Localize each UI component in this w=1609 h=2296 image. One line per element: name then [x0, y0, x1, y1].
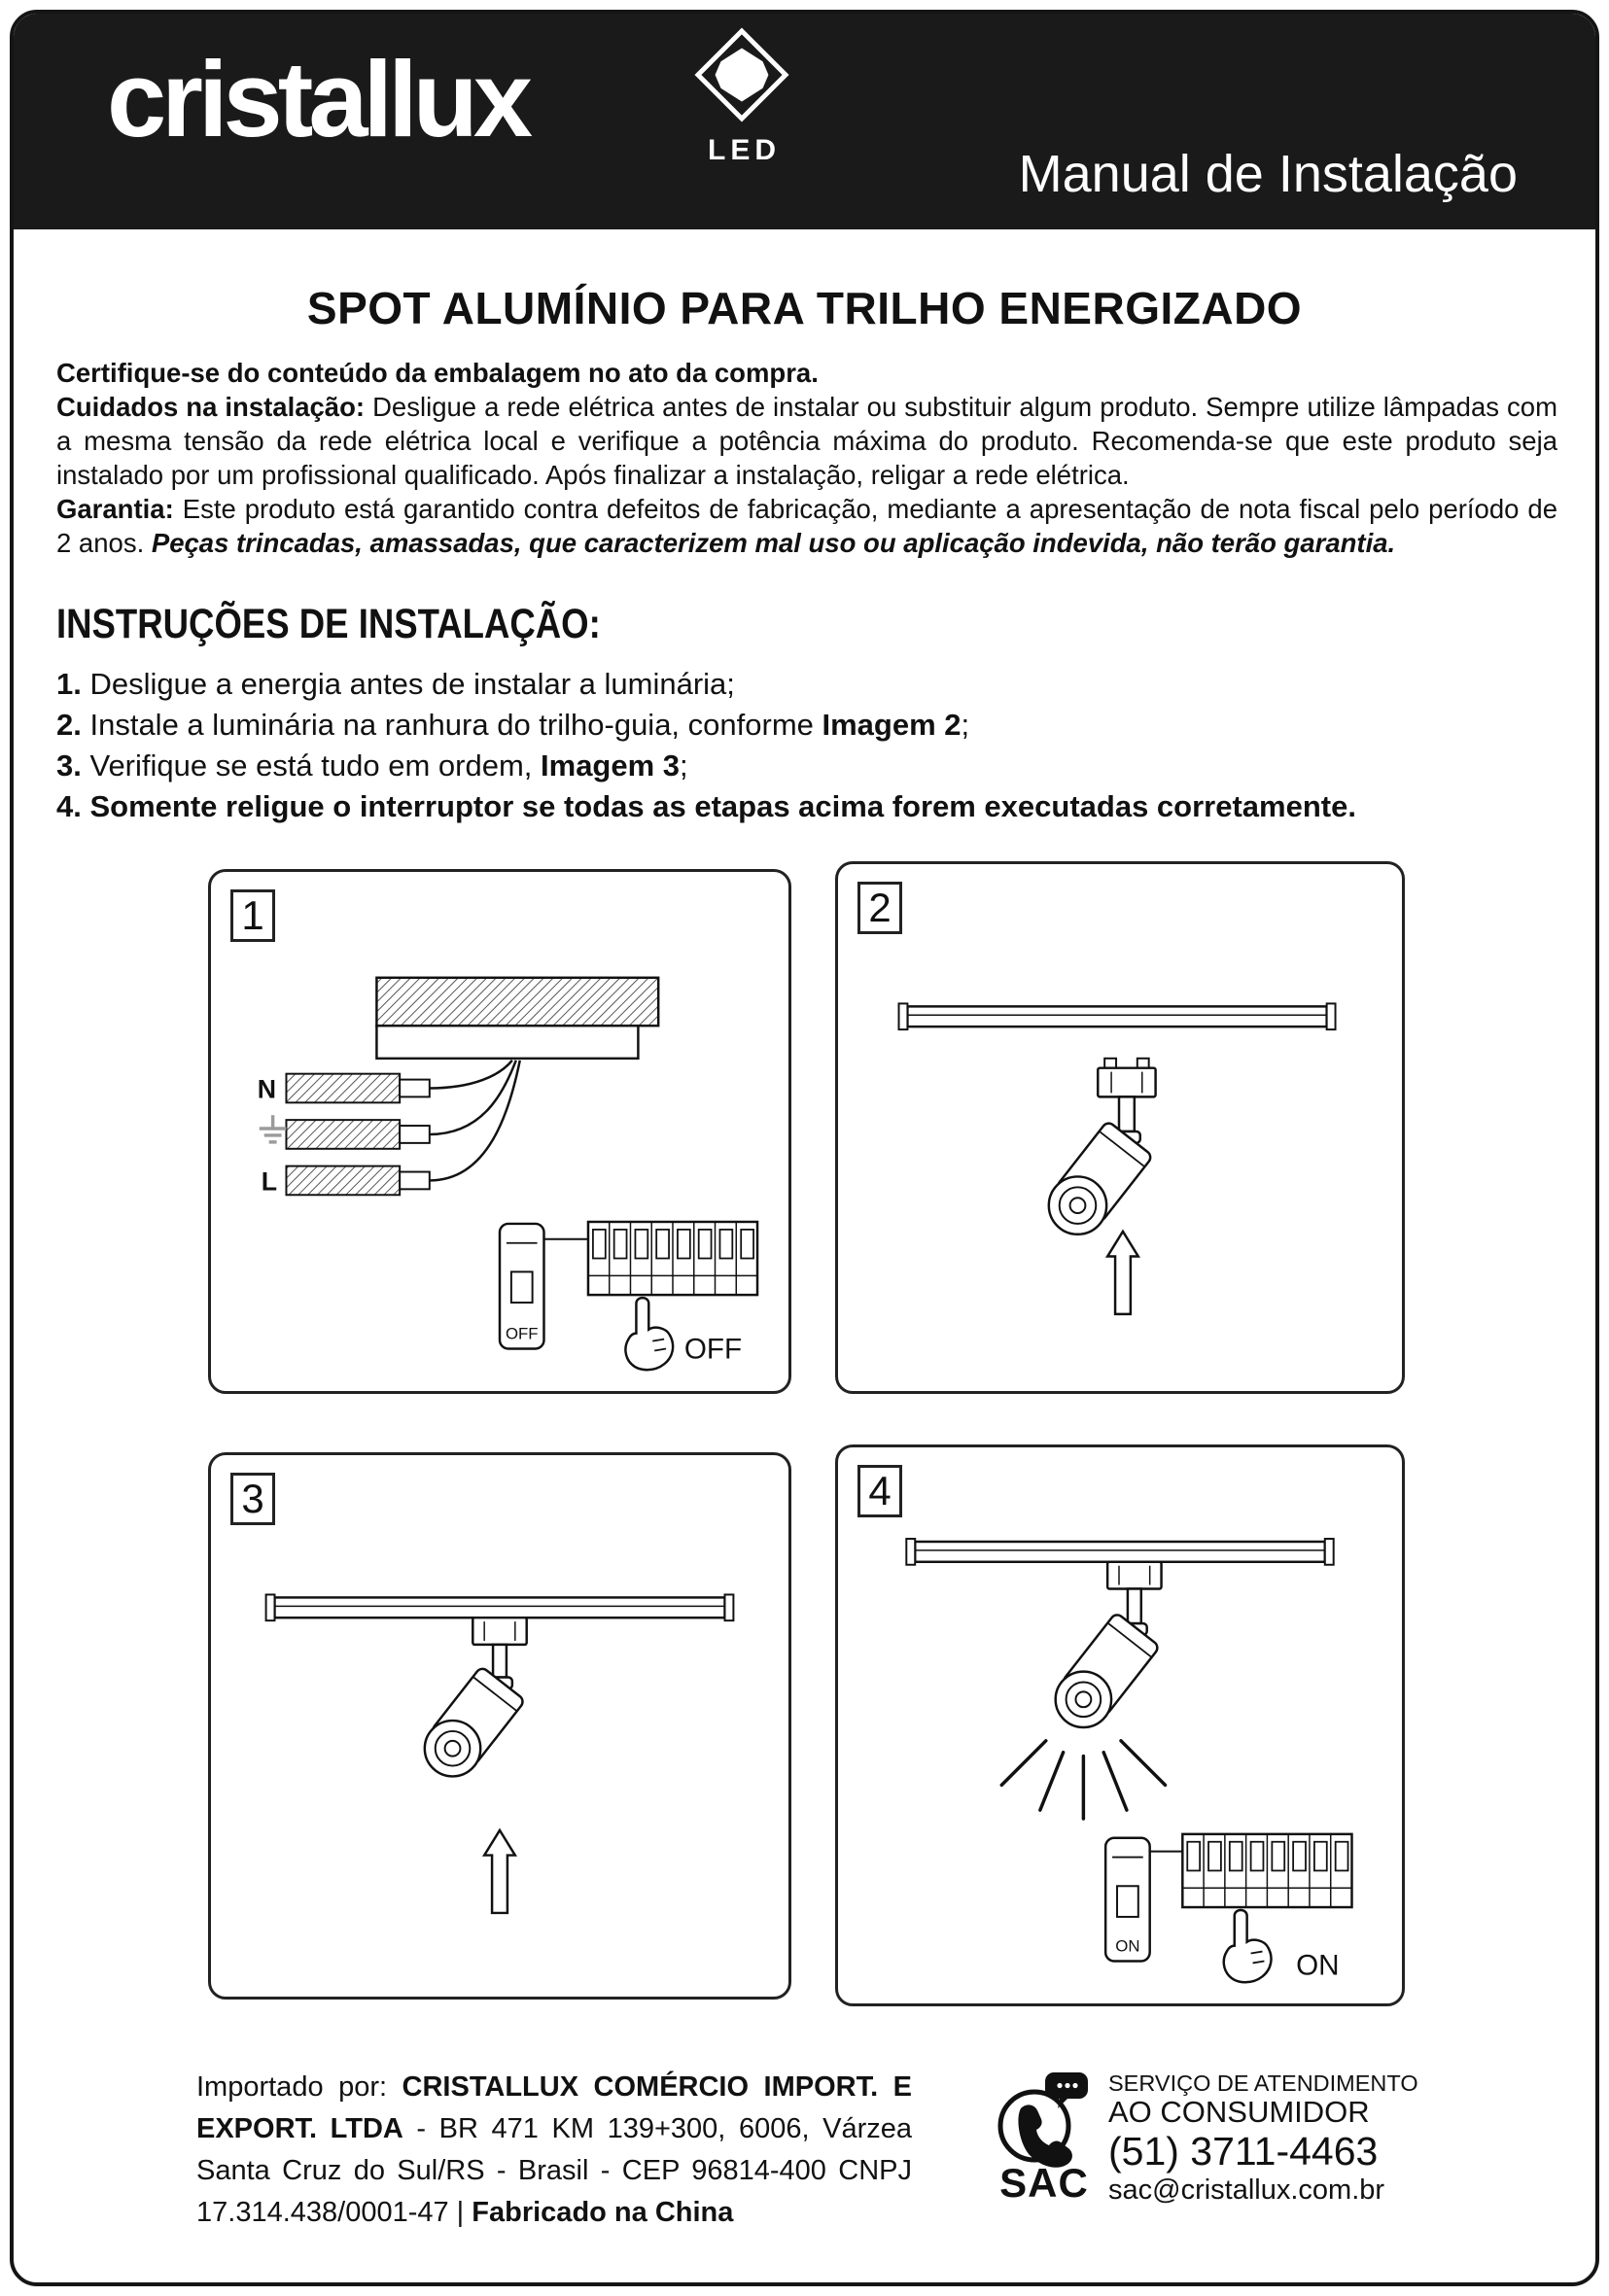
intro-care: Cuidados na instalação: Desligue a rede …	[56, 392, 1557, 490]
sac-phone-icon	[997, 2072, 1088, 2168]
spot-fixture	[1047, 1057, 1157, 1236]
instructions-section: INSTRUÇÕES DE INSTALAÇÃO: 1. Desligue a …	[56, 601, 1573, 827]
track-rail	[264, 1593, 735, 1622]
intro-check-line: Certifique-se do conteúdo da embalagem n…	[56, 358, 819, 388]
page-frame: cristallux LED Manual de Instalação SPOT…	[10, 10, 1599, 2286]
breaker-panel-strip	[586, 1220, 759, 1297]
intro-text: Certifique-se do conteúdo da embalagem n…	[56, 356, 1557, 560]
importer-info: Importado por: CRISTALLUX COMÉRCIO IMPOR…	[196, 2071, 913, 2228]
ground-symbol	[259, 1115, 287, 1144]
instruction-step-2: 2. Instale a luminária na ranhura do tri…	[56, 708, 970, 742]
diagram-panel-3: 3	[208, 1452, 791, 2000]
header-bar: cristallux LED Manual de Instalação	[14, 14, 1595, 229]
ceiling-junction-box	[375, 976, 660, 1061]
diagram-panel-4: 4	[835, 1444, 1405, 2006]
diamond-gem-icon	[694, 27, 789, 122]
cable-live	[285, 1165, 431, 1197]
spot-fixture	[423, 1616, 528, 1778]
breaker-switch-off: OFF	[498, 1222, 545, 1350]
diagram-panels: 1	[14, 861, 1595, 2037]
panel-number-2: 2	[857, 882, 902, 934]
page-title: SPOT ALUMÍNIO PARA TRILHO ENERGIZADO	[306, 283, 1303, 333]
panel-number-1: 1	[230, 889, 275, 942]
brand-logo-led: LED	[708, 134, 781, 166]
panel-number-3: 3	[230, 1473, 275, 1525]
breaker-switch-on: ON	[1103, 1836, 1151, 1963]
supply-wires	[429, 1060, 521, 1182]
off-callout-label: OFF	[684, 1333, 742, 1365]
sac-service-line1: SERVIÇO DE ATENDIMENTO	[1108, 2070, 1418, 2096]
track-rail	[897, 1002, 1337, 1031]
insert-spot-diagram	[897, 1002, 1337, 1316]
sac-service-line2: AO CONSUMIDOR	[1108, 2095, 1370, 2130]
diagram-panel-2: 2	[835, 861, 1405, 1394]
instructions-heading: INSTRUÇÕES DE INSTALAÇÃO:	[56, 601, 601, 647]
instruction-step-1: 1. Desligue a energia antes de instalar …	[56, 667, 735, 701]
pointing-hand-icon	[1222, 1908, 1273, 1984]
cable-ground	[285, 1119, 431, 1150]
breaker-on-label: ON	[1115, 1937, 1139, 1956]
sac-label: SAC	[999, 2160, 1089, 2206]
spot-fixture	[1054, 1560, 1163, 1729]
up-arrow-icon	[481, 1827, 518, 1915]
up-arrow-icon	[1104, 1229, 1141, 1316]
sac-phone-number: (51) 3711-4463	[1108, 2129, 1379, 2174]
live-label: L	[262, 1166, 277, 1196]
on-callout-label: ON	[1296, 1949, 1340, 1981]
sac-email: sac@cristallux.com.br	[1108, 2174, 1385, 2206]
cable-neutral	[285, 1072, 431, 1104]
manual-title: Manual de Instalação	[1018, 145, 1518, 203]
instruction-step-3: 3. Verifique se está tudo em ordem, Imag…	[56, 748, 688, 783]
breaker-panel-strip	[1181, 1832, 1353, 1909]
panel-number-4: 4	[857, 1465, 902, 1517]
breaker-off-label: OFF	[506, 1325, 539, 1343]
wiring-off-diagram: N L OFF	[258, 976, 759, 1372]
footer: Importado por: CRISTALLUX COMÉRCIO IMPOR…	[14, 2061, 1595, 2275]
intro-warranty: Garantia: Este produto está garantido co…	[56, 494, 1557, 558]
power-on-diagram: ON	[905, 1538, 1353, 1984]
pointing-hand-icon	[624, 1296, 675, 1372]
light-rays	[999, 1739, 1168, 1821]
neutral-label: N	[258, 1074, 276, 1103]
diagram-panel-1: 1	[208, 869, 791, 1394]
check-installation-diagram	[264, 1593, 735, 1915]
instruction-step-4: 4. Somente religue o interruptor se toda…	[56, 789, 1356, 823]
brand-logo: cristallux	[107, 40, 533, 159]
sac-block: SAC SERVIÇO DE ATENDIMENTO AO CONSUMIDOR…	[994, 2070, 1418, 2207]
